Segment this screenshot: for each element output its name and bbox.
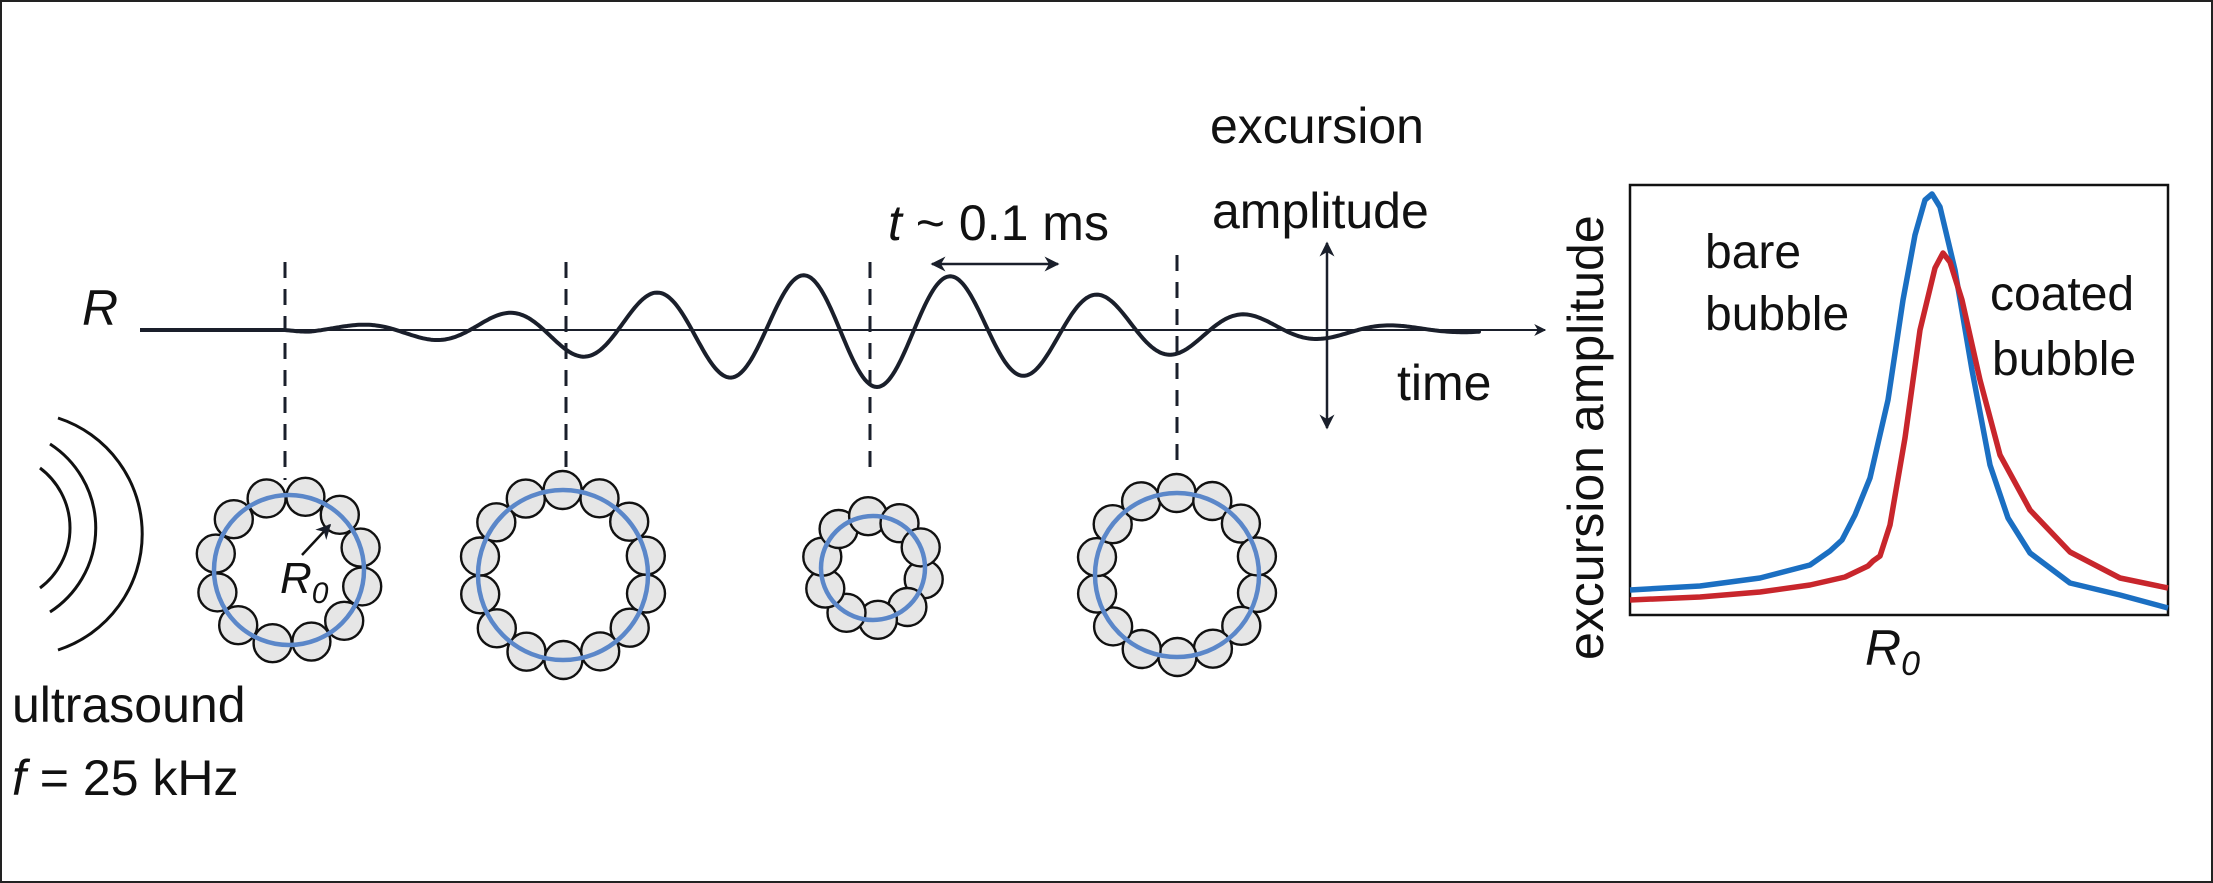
coated-bubble-4 bbox=[1076, 472, 1278, 678]
bubble-core bbox=[1092, 490, 1262, 660]
coated-bubble-2 bbox=[459, 469, 667, 681]
ultrasound-frequency-label: f = 25 kHz bbox=[12, 750, 239, 806]
resonance-plot: excursion amplitude R0 bare bubble coate… bbox=[1558, 183, 2170, 683]
coated-bubble-1 bbox=[195, 476, 383, 664]
ultrasound-wave-arc-3 bbox=[57, 416, 144, 652]
time-axis-label: time bbox=[1397, 355, 1491, 411]
radius-arrow bbox=[301, 523, 332, 556]
radius-label: R0 bbox=[280, 554, 329, 610]
plot-frame bbox=[1628, 183, 2170, 617]
legend-bare-line2: bubble bbox=[1705, 288, 1849, 341]
bubble-core bbox=[475, 487, 651, 663]
bubble-core bbox=[818, 513, 928, 623]
ultrasound-wave-arc-2 bbox=[49, 442, 98, 614]
legend-coated-line2: bubble bbox=[1992, 333, 2136, 386]
period-label: t ~ 0.1 ms bbox=[888, 195, 1109, 251]
plot-x-axis-label: R0 bbox=[1865, 620, 1920, 683]
series-coated-bubble-line bbox=[1629, 250, 2169, 603]
ultrasound-source: ultrasound f = 25 kHz bbox=[12, 416, 246, 806]
legend-bare-line1: bare bbox=[1705, 226, 1801, 279]
bubbles-group bbox=[195, 469, 1278, 681]
coated-bubble-3 bbox=[802, 496, 944, 640]
bubble-core bbox=[211, 492, 367, 648]
radius-axis-label: R bbox=[82, 280, 118, 336]
wave-panel: R t ~ 0.1 ms excursion amplitude time bbox=[82, 98, 1547, 480]
plot-y-axis-label: excursion amplitude bbox=[1558, 215, 1614, 660]
legend-coated-line1: coated bbox=[1990, 268, 2134, 321]
oscillation-wave bbox=[283, 273, 1481, 389]
series-bare-bubble-line bbox=[1629, 191, 2169, 611]
ultrasound-label: ultrasound bbox=[12, 677, 246, 733]
excursion-label-line2: amplitude bbox=[1212, 183, 1429, 239]
excursion-label-line1: excursion bbox=[1210, 98, 1424, 154]
ultrasound-wave-arc-1 bbox=[39, 466, 72, 590]
bubble-radius-annotation: R0 bbox=[280, 523, 332, 610]
